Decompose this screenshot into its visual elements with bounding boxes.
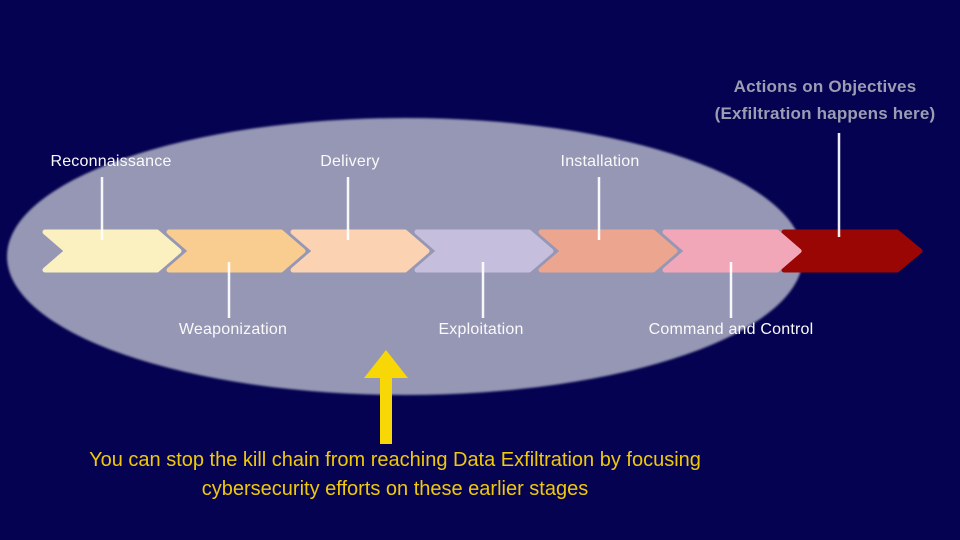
stage-chevron-weaponization bbox=[166, 229, 306, 273]
stage-chevron-exploitation bbox=[414, 229, 554, 273]
stage-label-exploitation: Exploitation bbox=[438, 321, 524, 338]
caption-line2: cybersecurity efforts on these earlier s… bbox=[201, 478, 589, 500]
up-arrow-icon bbox=[364, 350, 408, 444]
callout-title-line2: (Exfiltration happens here) bbox=[714, 104, 936, 123]
stage-label-command-and-control: Command and Control bbox=[648, 321, 814, 338]
stage-chevron-reconnaissance bbox=[42, 229, 182, 273]
stage-label-installation: Installation bbox=[560, 153, 640, 170]
callout-title: Actions on Objectives (Exfiltration happ… bbox=[659, 73, 960, 127]
caption: You can stop the kill chain from reachin… bbox=[20, 446, 770, 504]
stage-chevron-command-and-control bbox=[662, 229, 802, 273]
stage-chevron-installation bbox=[538, 229, 678, 273]
callout-title-line1: Actions on Objectives bbox=[733, 77, 917, 96]
stage-chevron-actions-on-objectives bbox=[781, 229, 923, 273]
stage-label-weaponization: Weaponization bbox=[178, 321, 288, 338]
stage-chevron-delivery bbox=[290, 229, 430, 273]
stage-label-reconnaissance: Reconnaissance bbox=[50, 153, 172, 170]
stage-label-delivery: Delivery bbox=[320, 153, 380, 170]
caption-line1: You can stop the kill chain from reachin… bbox=[89, 449, 701, 471]
